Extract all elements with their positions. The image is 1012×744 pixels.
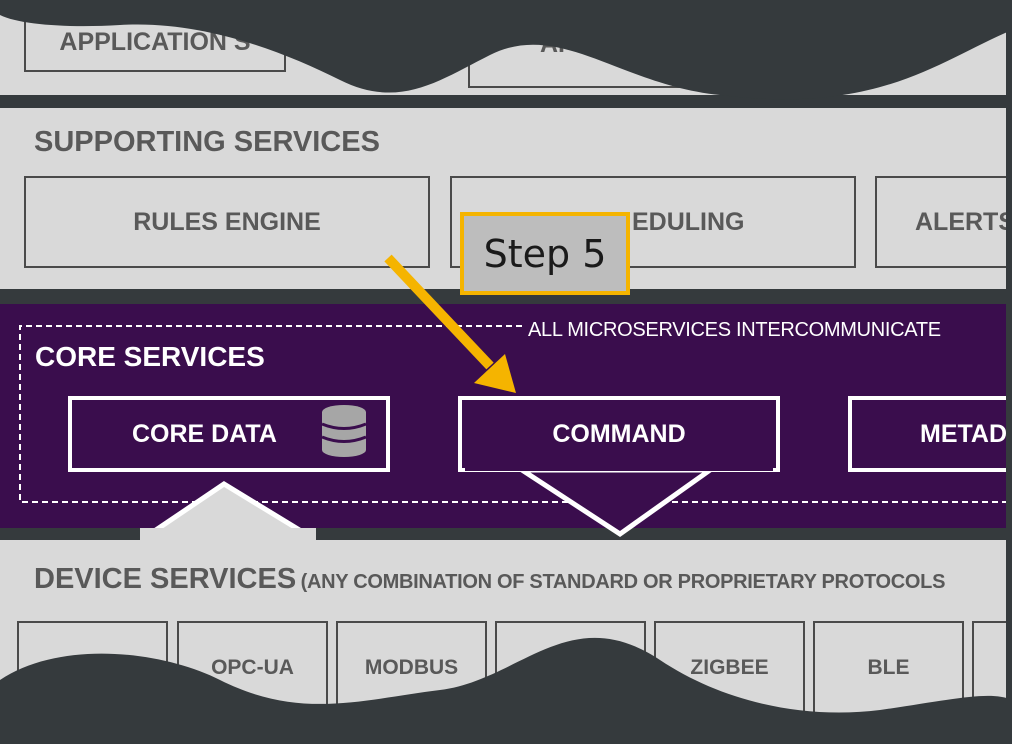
protocol-label: OPC-UA — [211, 656, 294, 679]
device-services-title-main: DEVICE SERVICES — [34, 563, 297, 595]
intercommunicate-label: ALL MICROSERVICES INTERCOMMUNICATE — [528, 319, 941, 341]
command-down-arrow — [513, 467, 718, 538]
database-icon — [321, 405, 367, 457]
alerts-box: ALERTS — [875, 176, 1012, 268]
protocol-label: MODBUS — [364, 656, 459, 679]
metadata-box: METAD — [848, 396, 1012, 472]
device-services-title-sub: (ANY COMBINATION OF STANDARD OR PROPRIET… — [300, 571, 946, 593]
core-data-arrow-base — [140, 528, 316, 540]
protocol-box: BLE — [813, 621, 964, 715]
step-arrow — [384, 254, 516, 393]
intercommunicate-dashed-frame — [19, 325, 1010, 503]
protocol-label: ZIGBEE — [690, 656, 769, 679]
command-label: COMMAND — [552, 419, 686, 448]
step-callout-label: Step 5 — [483, 231, 607, 276]
device-services-title: DEVICE SERVICES (ANY COMBINATION OF STAN… — [34, 563, 945, 596]
frame-right-strip — [1006, 0, 1012, 744]
step-callout: Step 5 — [460, 212, 630, 295]
protocol-label: BLE — [867, 656, 910, 679]
core-data-label: CORE DATA — [132, 419, 277, 448]
command-box: COMMAND — [458, 396, 780, 472]
scheduling-label: EDULING — [632, 207, 745, 236]
core-services-title: CORE SERVICES — [35, 341, 265, 372]
torn-edge-top — [0, 0, 1012, 100]
alerts-label: ALERTS — [915, 207, 1012, 236]
core-data-up-arrow — [141, 481, 315, 537]
supporting-services-title: SUPPORTING SERVICES — [34, 126, 380, 158]
metadata-label: METAD — [920, 419, 1008, 448]
torn-edge-bottom — [0, 637, 1012, 744]
rules-engine-box: RULES ENGINE — [24, 176, 430, 268]
command-arrow-seam — [465, 462, 773, 471]
rules-engine-label: RULES ENGINE — [133, 207, 321, 236]
